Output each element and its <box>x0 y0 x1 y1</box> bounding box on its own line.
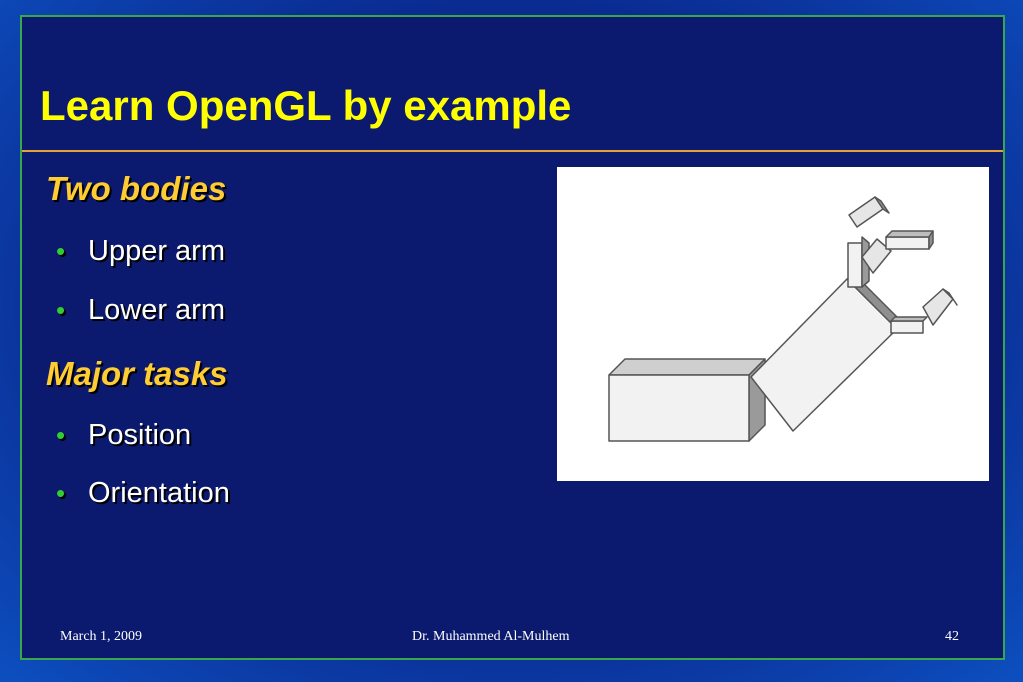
robot-arm-illustration-icon <box>608 196 958 442</box>
bullet-icon: • <box>56 295 66 325</box>
bullet-text: Orientation <box>88 477 230 509</box>
slide-title: Learn OpenGL by example <box>40 82 572 129</box>
section-heading-two-bodies: Two bodies <box>46 170 227 207</box>
bullet-item-position: • Position <box>56 419 191 452</box>
footer-author: Dr. Muhammed Al-Mulhem <box>412 629 570 644</box>
section-heading-major-tasks: Major tasks <box>46 355 228 392</box>
bullet-item-upper-arm: • Upper arm <box>56 235 225 268</box>
title-divider <box>22 150 1003 152</box>
bullet-icon: • <box>56 420 66 450</box>
bullet-text: Lower arm <box>88 294 225 326</box>
footer-date: March 1, 2009 <box>60 629 143 644</box>
bullet-item-lower-arm: • Lower arm <box>56 294 225 327</box>
bullet-icon: • <box>56 236 66 266</box>
bullet-icon: • <box>56 478 66 508</box>
bullet-text: Position <box>88 419 192 451</box>
robot-arm-figure <box>557 167 989 481</box>
bullet-item-orientation: • Orientation <box>56 477 230 510</box>
footer-page-number: 42 <box>945 629 959 644</box>
bullet-text: Upper arm <box>88 235 225 267</box>
